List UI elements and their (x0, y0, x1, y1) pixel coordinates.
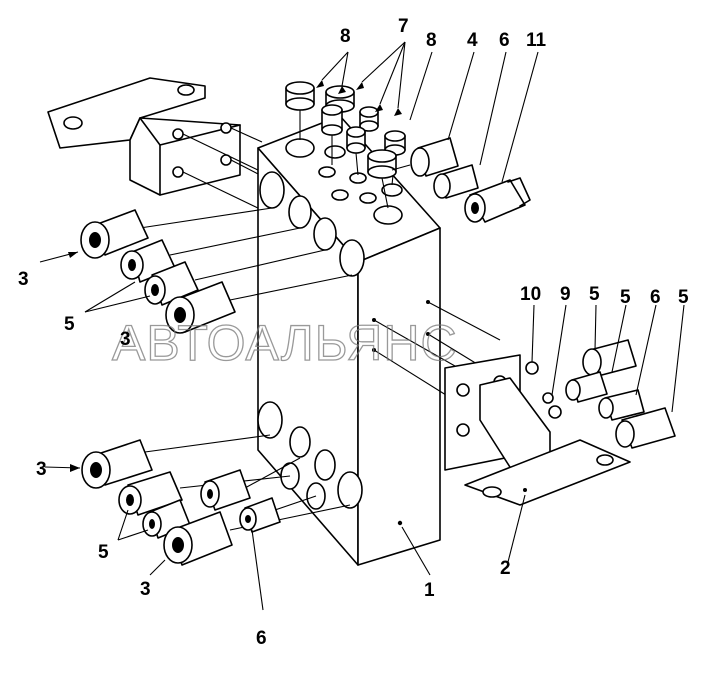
bracket-left (47, 77, 263, 211)
fitting-11 (464, 177, 531, 223)
leader-lines (39, 41, 685, 611)
fitting-5-right-c (615, 407, 676, 449)
plug-8a (285, 81, 315, 140)
leader-arrowheads (68, 80, 402, 472)
fitting-10 (525, 361, 539, 375)
fitting-6-right (598, 389, 645, 421)
fitting-lower-5c (200, 457, 301, 511)
callout-3: 3 (140, 579, 151, 600)
fitting-upper-3 (80, 207, 273, 259)
callout-5: 5 (589, 284, 600, 305)
callout-labels: 8 7 8 4 6 11 3 5 3 10 9 5 5 6 5 3 5 3 6 … (18, 16, 689, 649)
fitting-5-right-b (565, 371, 608, 403)
fitting-lower-3 (81, 434, 271, 489)
callout-5: 5 (98, 542, 109, 563)
callout-7: 7 (398, 16, 409, 37)
callout-8: 8 (340, 26, 351, 47)
watermark-text: АВТОАЛЬЯНС (112, 315, 458, 371)
plug-7d (346, 126, 366, 176)
fitting-9 (542, 392, 562, 419)
callout-5: 5 (64, 314, 75, 335)
fitting-upper-5b (144, 249, 326, 306)
fitting-lower-6 (239, 495, 317, 533)
fitting-5-right-a (582, 339, 637, 377)
valve-block (257, 115, 441, 566)
callout-5: 5 (678, 287, 689, 308)
plug-7c (359, 106, 379, 132)
fitting-6-top (433, 164, 479, 199)
callout-3: 3 (36, 459, 47, 480)
callout-3: 3 (18, 269, 29, 290)
callout-6: 6 (499, 30, 510, 51)
fitting-lower-3b (163, 504, 351, 566)
plug-7e (367, 149, 397, 209)
callout-1: 1 (424, 580, 435, 601)
callout-11: 11 (526, 30, 547, 51)
plugs-top (285, 81, 406, 209)
callout-2: 2 (500, 558, 511, 579)
callout-6: 6 (650, 287, 661, 308)
callout-3: 3 (120, 329, 131, 350)
plug-7b (321, 104, 343, 165)
callout-4: 4 (467, 30, 478, 51)
fitting-upper-3b (165, 274, 353, 334)
callout-10: 10 (520, 284, 541, 305)
callout-8: 8 (426, 30, 437, 51)
callout-6: 6 (256, 628, 267, 649)
callout-9: 9 (560, 284, 571, 305)
bracket-right (444, 354, 631, 506)
fitting-4 (391, 137, 459, 177)
callout-5: 5 (620, 287, 631, 308)
